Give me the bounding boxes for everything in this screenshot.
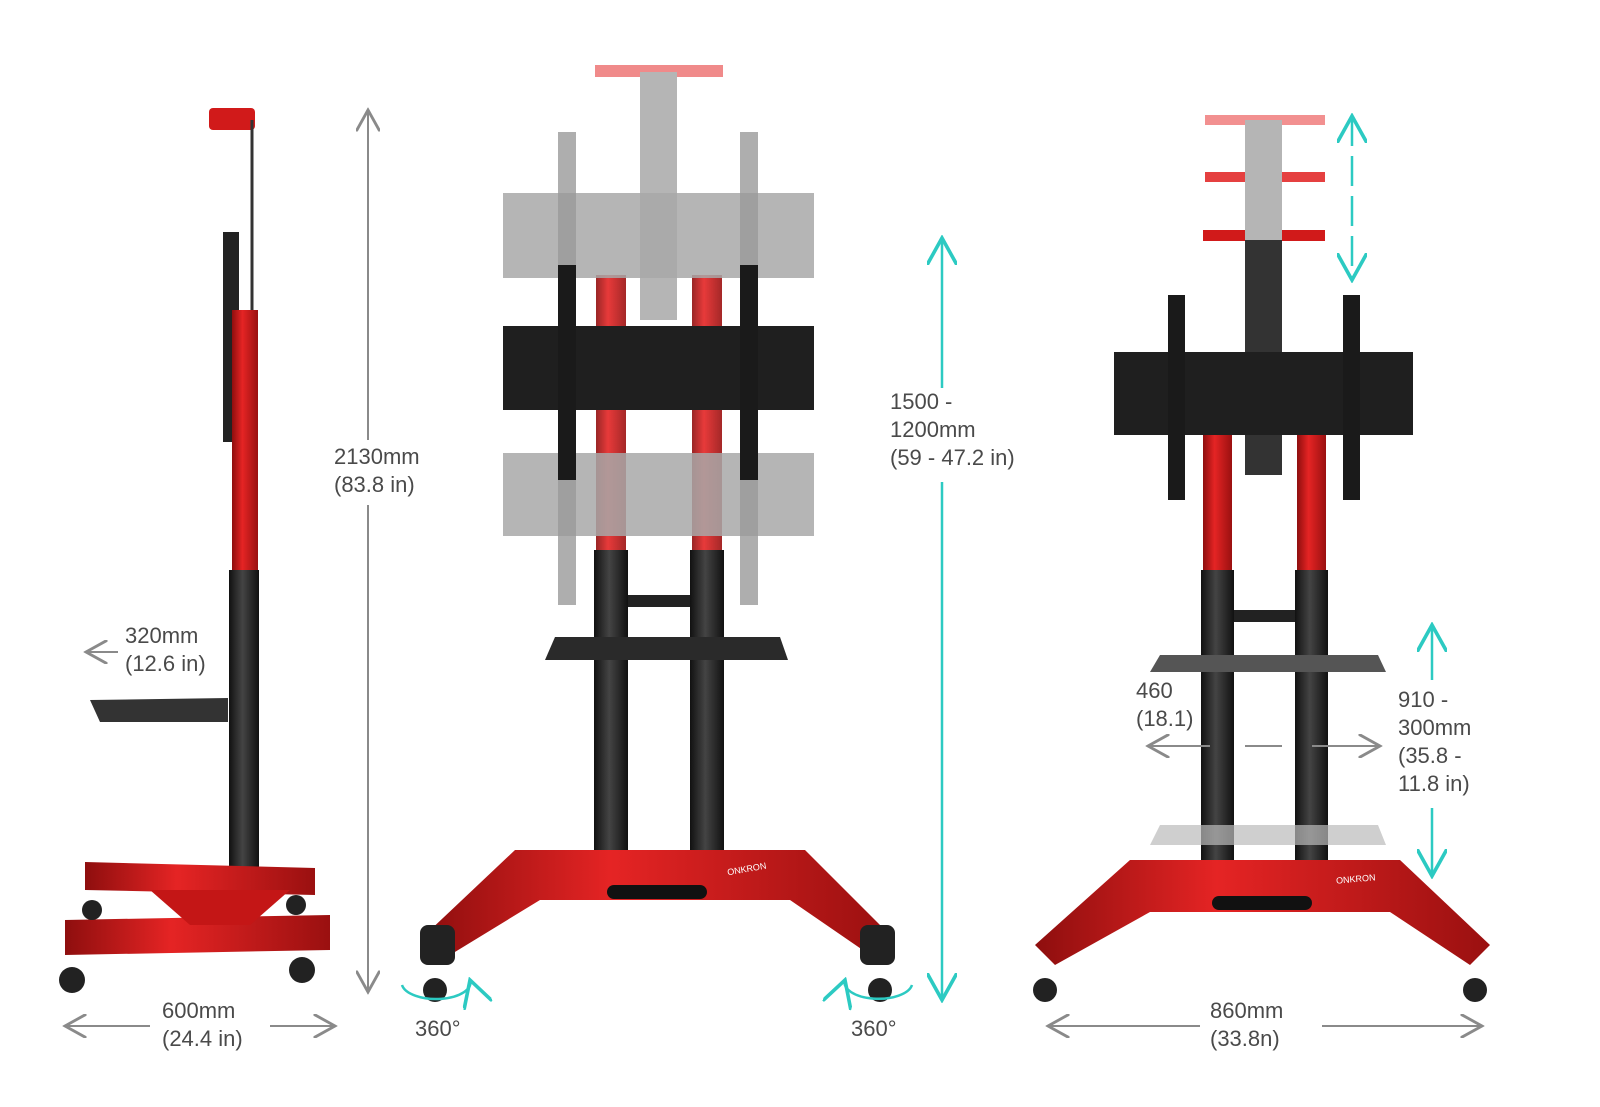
shelf-width-label: 460 (18.1) [1136,677,1193,733]
base-width-mm: 860mm [1210,998,1284,1023]
base-width-in: (33.8n) [1210,1026,1280,1051]
depth-label: 320mm (12.6 in) [125,622,206,678]
shelf-height-line-2: 300mm [1398,715,1472,740]
pole-black [229,570,259,900]
depth-in: (12.6 in) [125,651,206,676]
shelf-height-line-4: 11.8 in) [1398,771,1470,796]
shelf-width-mm: 460 [1136,678,1173,703]
side-view-stand [59,108,330,993]
caster-rotation-right: 360° [851,1016,897,1041]
bracket-left [558,265,576,480]
mount-plate-ghost-top [503,193,814,278]
shelf [90,698,228,722]
base-depth-mm: 600mm [162,998,236,1023]
crossbar [1234,610,1295,622]
front-view-stand-2 [1033,115,1490,1002]
mount-height-label: 1500 - 1200mm (59 - 47.2 in) [890,388,1015,472]
mount-plate-ghost-bottom [503,453,814,536]
shelf [1150,655,1386,672]
height-label: 2130mm (83.8 in) [334,443,420,499]
mount-height-line-1: 1500 - [890,389,953,414]
base-depth-in: (24.4 in) [162,1026,243,1051]
casters [420,925,895,1002]
caster-rotation-left: 360° [415,1016,461,1041]
base-handle [1212,896,1312,910]
shelf-height-line-1: 910 - [1398,687,1449,712]
height-in: (83.8 in) [334,472,415,497]
base-lower [65,915,330,955]
mount-plate [503,326,814,410]
top-bracket-ghost [595,65,723,77]
base-connector [150,890,290,925]
shelf-height-line-3: (35.8 - [1398,743,1462,768]
bracket-right [740,265,758,480]
base-width-label: 860mm (33.8n) [1210,997,1283,1053]
bracket-right [1343,295,1360,500]
pillar-left-black [594,550,628,872]
base-depth-label: 600mm (24.4 in) [162,997,243,1053]
crossbar [628,595,690,607]
mount-height-line-3: (59 - 47.2 in) [890,445,1015,470]
front-view-stand [420,65,895,1002]
top-bracket [209,108,255,130]
base [1035,860,1490,965]
bracket-left [1168,295,1185,500]
shelf-height-label: 910 - 300mm (35.8 - 11.8 in) [1398,686,1471,798]
casters [59,895,315,993]
shelf [545,637,788,660]
rotate-360-icon-right [845,980,914,999]
pillar-left-red [1203,430,1232,575]
height-mm: 2130mm [334,444,420,469]
depth-mm: 320mm [125,623,199,648]
shelf-width-in: (18.1) [1136,706,1194,731]
center-post-ghost [1245,120,1282,240]
shelf-ghost [1150,825,1386,845]
base-handle [607,885,707,899]
pillar-right-black [690,550,724,872]
mount-plate [1114,352,1413,435]
casters [1033,978,1487,1002]
base-upper [85,862,315,895]
base [425,850,890,955]
rotate-360-icon-left [400,980,470,999]
mount-height-line-2: 1200mm [890,417,976,442]
pole-red [232,310,258,572]
pillar-right-red [1297,430,1326,575]
